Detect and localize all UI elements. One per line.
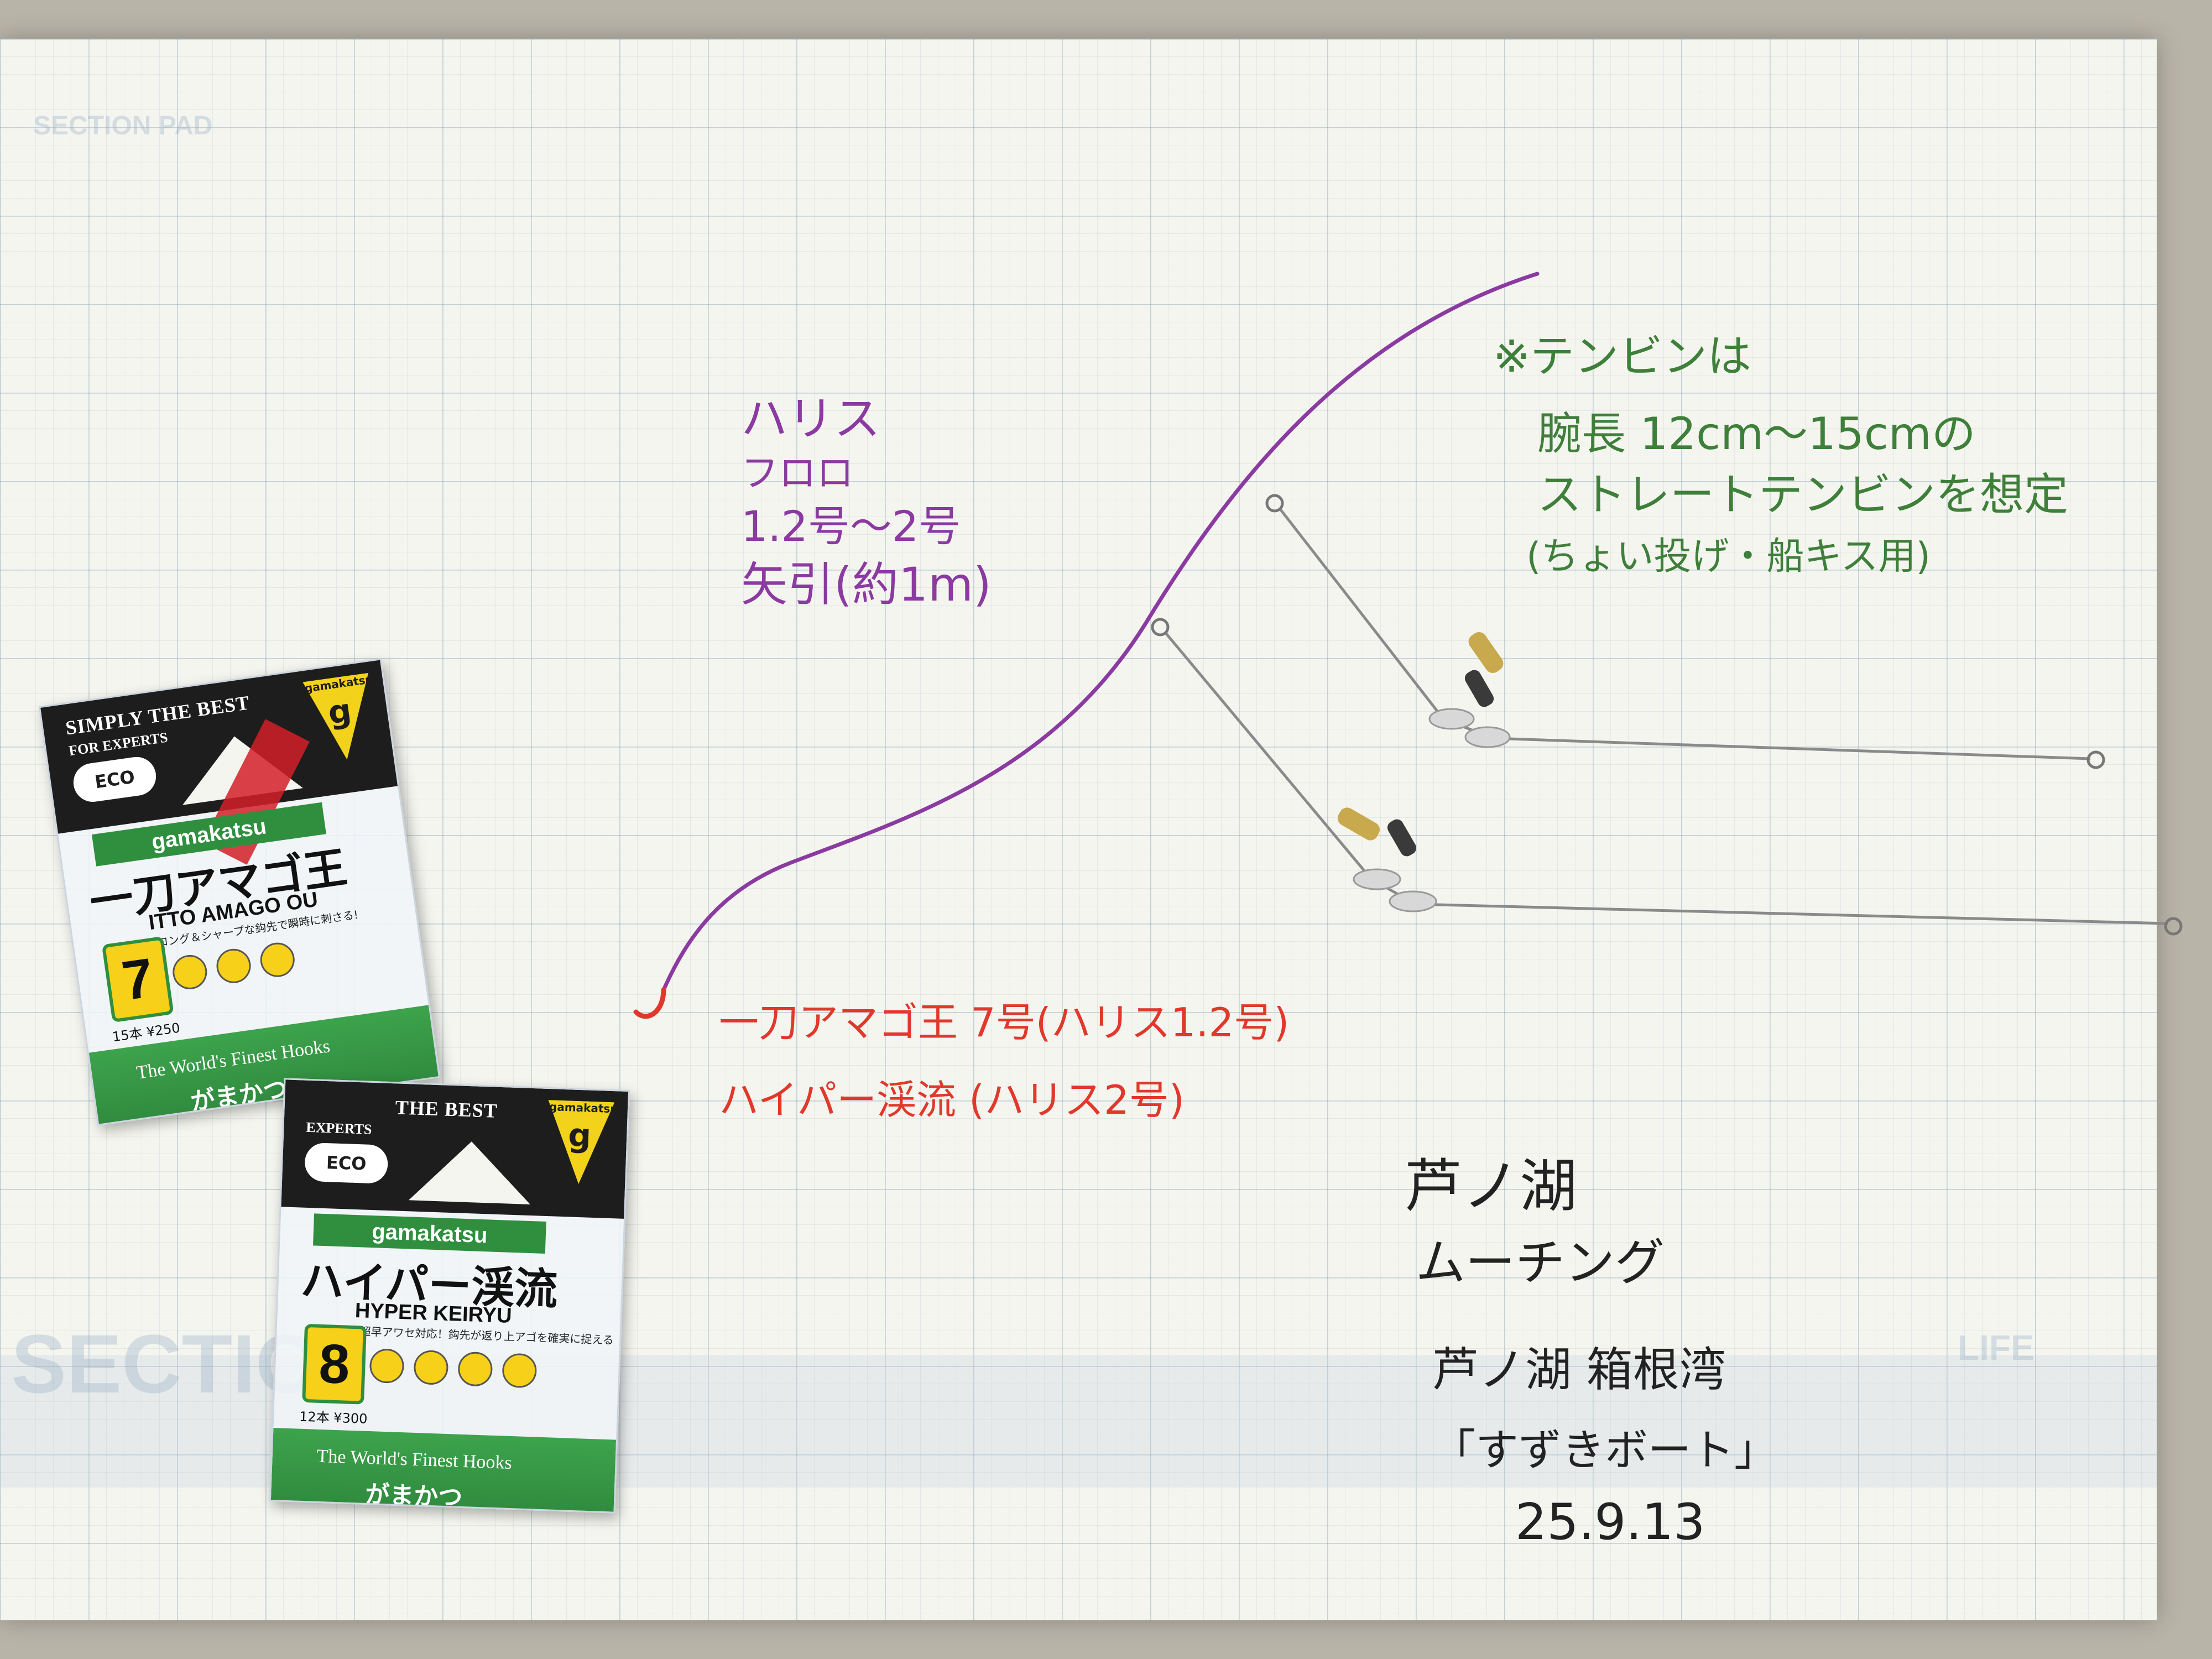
note-size-range: 1.2号～2号 — [741, 502, 961, 551]
note-mooching: ムーチング — [1416, 1234, 1665, 1292]
hook-package-hyper-keiryu: THE BEST EXPERTS ECO gamakatsu g gamakat… — [269, 1078, 630, 1514]
note-lake: 芦ノ湖 — [1405, 1152, 1578, 1220]
sheet-print-right: LIFE — [1958, 1328, 2034, 1368]
package-slogan: THE BEST — [395, 1096, 498, 1122]
badge-brand: gamakatsu — [549, 1100, 619, 1116]
hook-size: 8 — [302, 1323, 367, 1405]
tenbin-lower — [1151, 618, 2183, 936]
package-experts: EXPERTS — [305, 1119, 372, 1138]
note-place: 芦ノ湖 箱根湾 — [1432, 1343, 1726, 1397]
grid-paper-sheet: SECTION PAD SECTIO LIFE — [0, 39, 2157, 1620]
note-length: 矢引(約1m) — [741, 557, 992, 612]
leader-line — [661, 272, 1540, 992]
package-tagline: 超早アワセ対応！鈎先が返り上アゴを確実に捉える — [359, 1324, 614, 1347]
eco-logo: ECO — [71, 754, 159, 805]
eco-logo: ECO — [304, 1142, 389, 1184]
note-boat: 「すずきボート」 — [1432, 1426, 1778, 1475]
sheet-print-top: SECTION PAD — [33, 111, 213, 140]
note-hook-2: ハイパー渓流 (ハリス2号) — [719, 1077, 1185, 1123]
tenbin-upper — [1265, 494, 2105, 769]
hanger-hole — [408, 1139, 533, 1204]
badge-letter: g — [567, 1116, 592, 1155]
note-usage: (ちょい投げ・船キス用) — [1526, 535, 1931, 578]
badge-letter: g — [326, 691, 354, 732]
note-tenbin-title: ※テンビンは — [1493, 331, 1752, 382]
hook-size: 7 — [101, 936, 174, 1023]
feature-icons — [369, 1348, 538, 1389]
package-price: 12本 ¥300 — [299, 1408, 368, 1427]
hook-mark — [633, 987, 666, 1019]
note-arm-length: 腕長 12cm～15cmの — [1537, 408, 1976, 460]
note-hook-1: 一刀アマゴ王 7号(ハリス1.2号) — [719, 999, 1290, 1046]
note-straight-tenbin: ストレートテンビンを想定 — [1537, 469, 2068, 520]
sheet-print-mid: SECTIO — [11, 1317, 320, 1410]
feature-icons — [170, 940, 297, 992]
note-harisu: ハリス — [741, 392, 881, 446]
note-fluoro: フロロ — [741, 452, 854, 495]
hook-package-itto-amago: SIMPLY THE BEST FOR EXPERTS ECO gamakats… — [38, 658, 441, 1126]
note-date: 25.9.13 — [1515, 1493, 1705, 1551]
package-header: THE BEST EXPERTS ECO gamakatsu g — [281, 1079, 629, 1219]
